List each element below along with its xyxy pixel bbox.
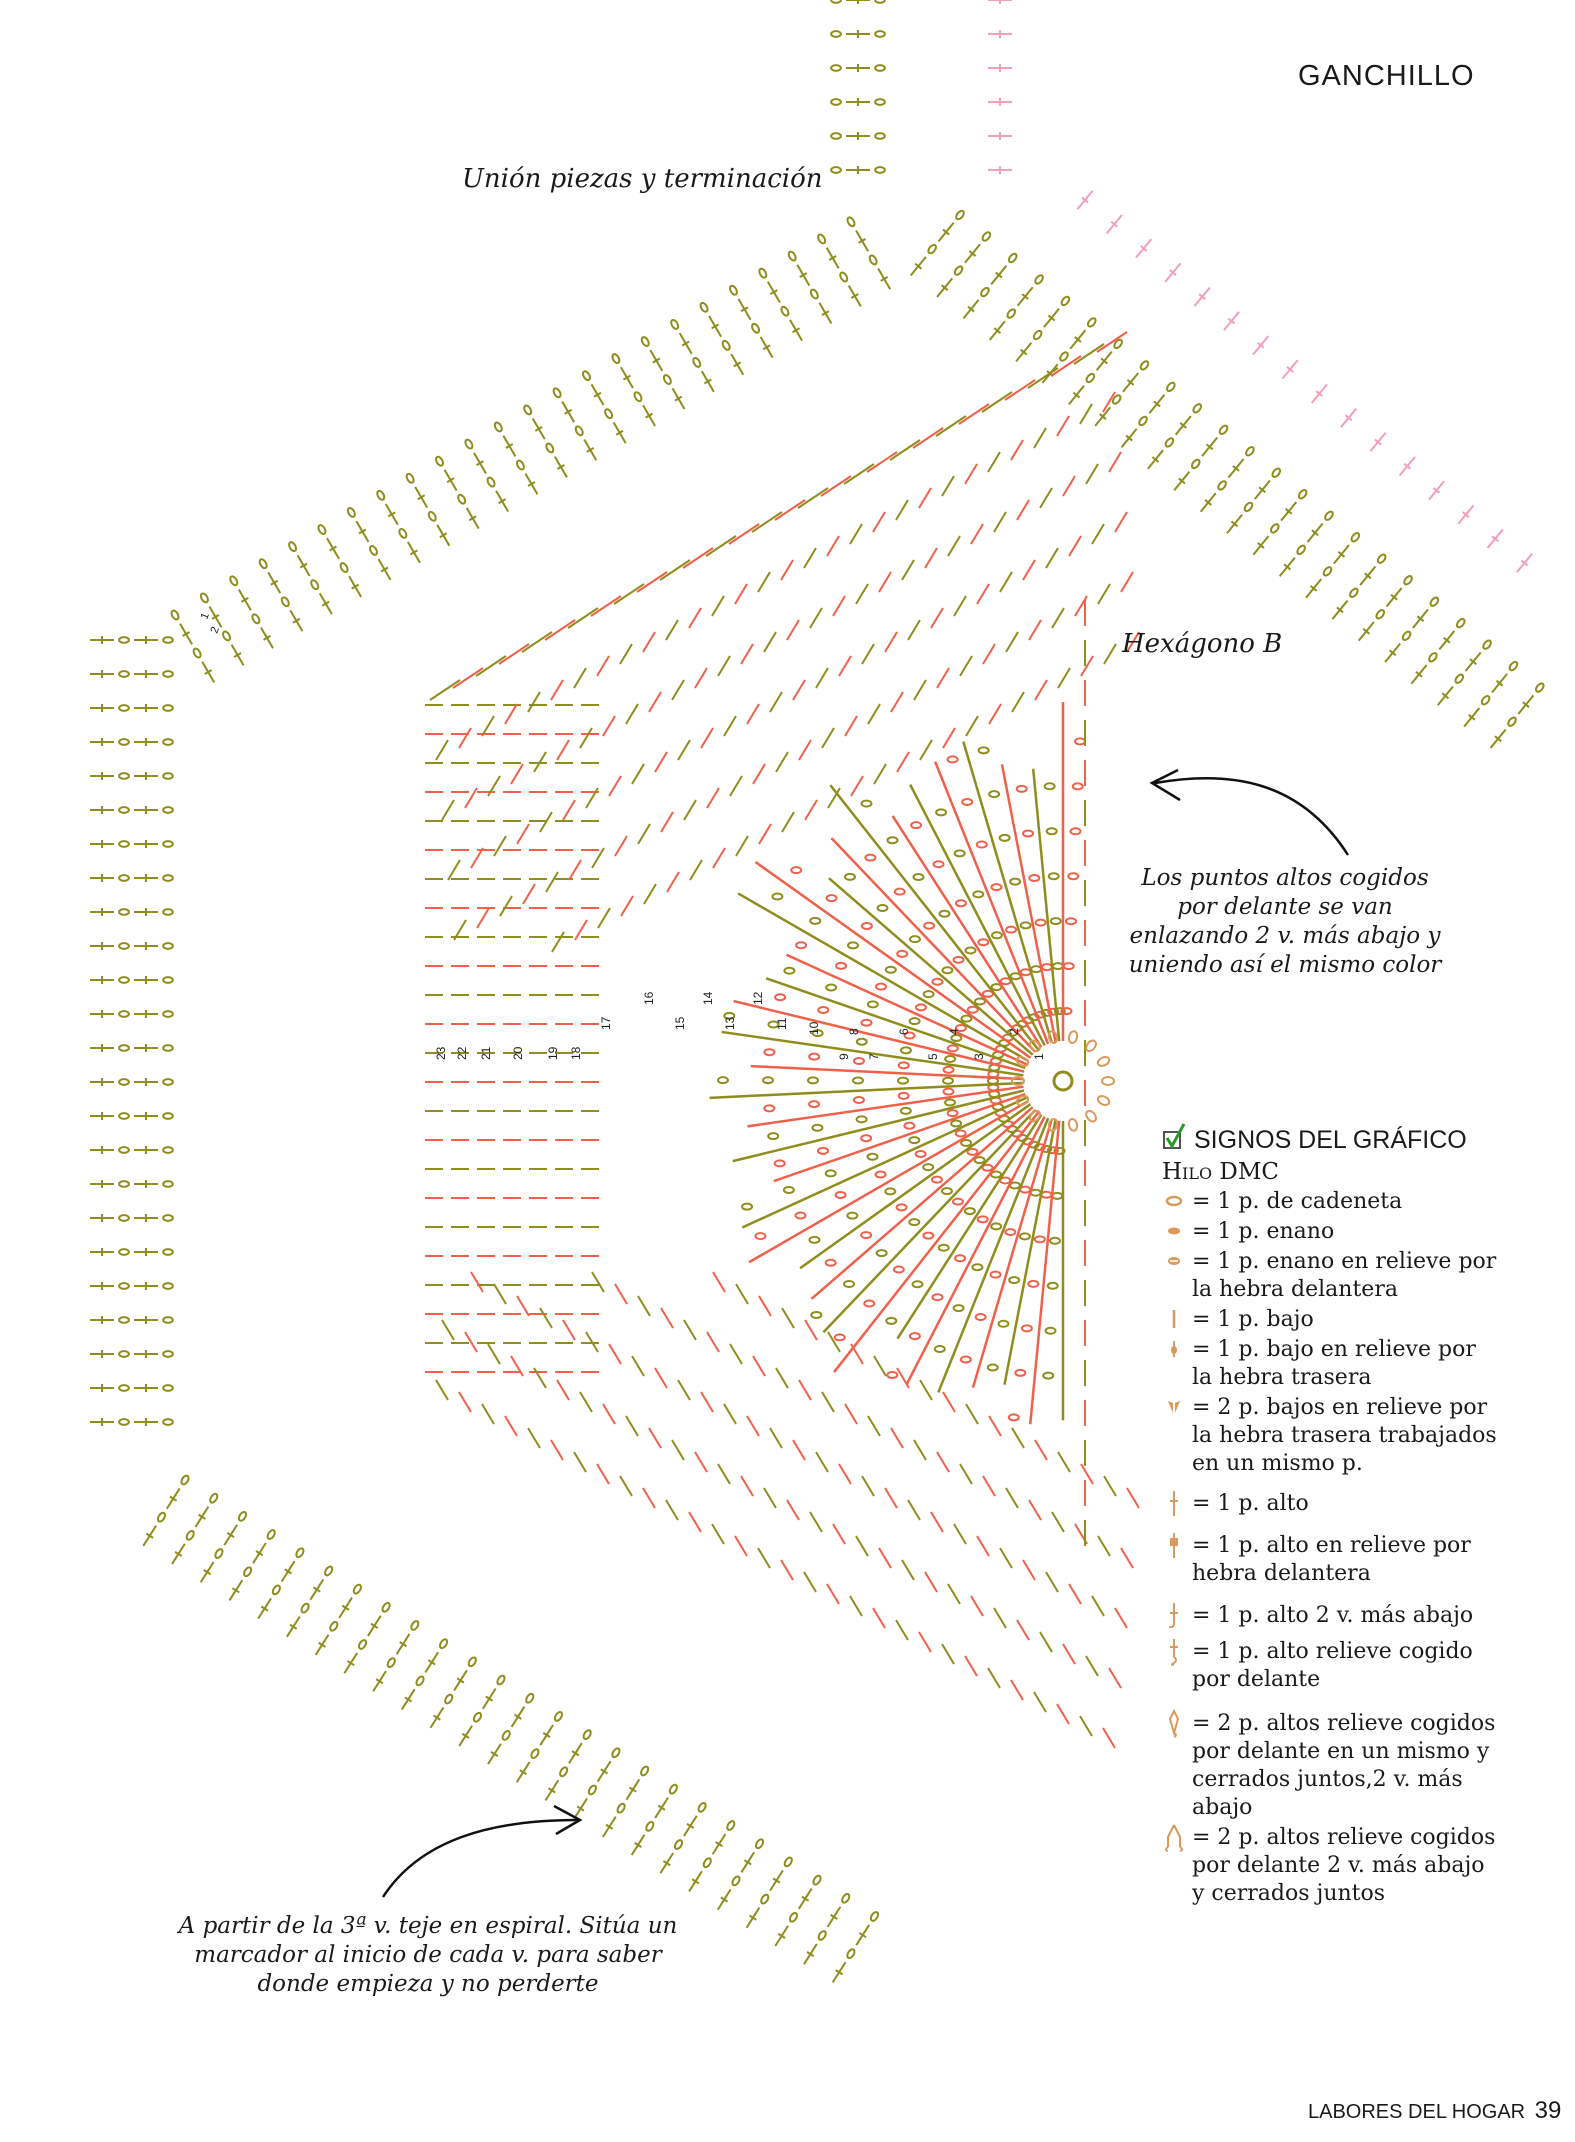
legend-item: = 2 p. bajos en relieve por la hebra tra… — [1162, 1394, 1502, 1478]
hexagon-rows — [425, 704, 599, 1373]
page-number: 39 — [1534, 2097, 1562, 2124]
front-loop-slip-stitch-icon — [1162, 1248, 1186, 1276]
legend-item: = 2 p. altos relieve cogidos por delante… — [1162, 1709, 1502, 1822]
round-number: 3 — [972, 1053, 986, 1060]
legend-item-text: = 2 p. bajos en relieve por la hebra tra… — [1192, 1395, 1497, 1476]
legend-item: = 1 p. alto — [1162, 1490, 1502, 1518]
two-front-post-dc-together-icon — [1162, 1709, 1186, 1738]
round-number: 2 — [1007, 1028, 1021, 1035]
legend-item: = 1 p. alto relieve cogido por delante — [1162, 1638, 1502, 1694]
legend-item: = 1 p. alto 2 v. más abajo — [1162, 1602, 1502, 1630]
round-number: 22 — [455, 1046, 469, 1060]
caption-front-posts: Los puntos altos cogidos por delante se … — [1128, 865, 1442, 978]
frame-left — [90, 636, 174, 1426]
legend-item-text: = 2 p. altos relieve cogidos por delante… — [1192, 1825, 1496, 1906]
legend-items: = 1 p. de cadeneta = 1 p. enano = 1 p. ena… — [1162, 1188, 1502, 1908]
legend: SIGNOS DEL GRÁFICO Hilo DMC = 1 p. de ca… — [1162, 1122, 1502, 1910]
frame-top-right — [909, 209, 1545, 749]
section-title: GANCHILLO — [1298, 60, 1475, 92]
round-number: 12 — [751, 991, 765, 1005]
legend-item-text: = 1 p. alto relieve cogido por delante — [1192, 1639, 1473, 1692]
legend-item-text: = 1 p. enano en relieve por la hebra del… — [1192, 1249, 1497, 1302]
back-loop-single-crochet-icon — [1162, 1336, 1186, 1364]
frame-right-pink — [1076, 190, 1533, 573]
round-number: 1 — [1032, 1053, 1046, 1060]
round-number: 9 — [837, 1053, 851, 1060]
two-front-post-dc-closed-icon — [1162, 1824, 1186, 1852]
round-number: 13 — [723, 1016, 737, 1030]
center-spokes — [709, 702, 1086, 1425]
round-number: 21 — [479, 1046, 493, 1060]
two-back-loop-single-crochet-icon — [1162, 1394, 1186, 1422]
front-loop-double-crochet-icon — [1162, 1532, 1186, 1560]
round-number: 16 — [642, 991, 656, 1005]
legend-item: = 1 p. enano en relieve por la hebra del… — [1162, 1248, 1502, 1304]
legend-item-text: = 2 p. altos relieve cogidos por delante… — [1192, 1711, 1496, 1820]
legend-item-text: = 1 p. alto en relieve por hebra delante… — [1192, 1533, 1471, 1586]
round-number: 5 — [926, 1053, 940, 1060]
double-crochet-icon — [1162, 1490, 1186, 1518]
hexagon-diagonals — [429, 331, 1140, 1749]
round-number: 11 — [775, 1017, 789, 1030]
legend-subtitle: Hilo DMC — [1162, 1159, 1280, 1185]
legend-item-text: = 1 p. de cadeneta — [1192, 1189, 1403, 1214]
legend-item: = 2 p. altos relieve cogidos por delante… — [1162, 1824, 1502, 1908]
footer: LABORES DEL HOGAR 39 — [1308, 2097, 1561, 2125]
chain-stitch-icon — [1162, 1188, 1186, 1216]
legend-title: SIGNOS DEL GRÁFICO — [1162, 1122, 1502, 1158]
frame-top — [830, 0, 886, 174]
frame-top-left — [170, 216, 892, 683]
front-post-double-crochet-icon — [1162, 1638, 1186, 1666]
round-number: 14 — [701, 991, 715, 1005]
arrows — [381, 768, 1350, 1898]
caption-spiral: A partir de la 3ª v. teje en espiral. Si… — [178, 1913, 678, 1997]
legend-item: = 1 p. enano — [1162, 1218, 1502, 1246]
round-number: 6 — [897, 1028, 911, 1035]
frame-top-pink — [988, 0, 1012, 174]
legend-item-text: = 1 p. alto — [1192, 1491, 1309, 1516]
caption-union-pieces: Unión piezas y terminación — [462, 164, 823, 194]
arrow-to-spiral — [381, 1818, 579, 1898]
round-number: 23 — [434, 1046, 448, 1060]
round-number: 18 — [569, 1046, 583, 1060]
double-crochet-two-rounds-below-icon — [1162, 1602, 1186, 1630]
legend-item: = 1 p. bajo en relieve por la hebra tras… — [1162, 1336, 1502, 1392]
legend-item-text: = 1 p. enano — [1192, 1219, 1335, 1244]
frame-number: 1 — [199, 611, 212, 621]
arrowhead — [1149, 768, 1181, 802]
round-number: 15 — [673, 1016, 687, 1030]
legend-item-text: = 1 p. bajo en relieve por la hebra tras… — [1192, 1337, 1476, 1390]
legend-title-text: SIGNOS DEL GRÁFICO — [1194, 1126, 1467, 1154]
checkbox-icon — [1162, 1122, 1188, 1158]
round-number: 10 — [807, 1021, 821, 1035]
round-number: 7 — [867, 1053, 881, 1060]
center-ring — [1011, 1030, 1115, 1132]
round-number: 20 — [511, 1046, 525, 1060]
single-crochet-icon — [1162, 1306, 1186, 1334]
caption-hexagon-b: Hexágono B — [1122, 629, 1283, 659]
legend-item-text: = 1 p. bajo — [1192, 1307, 1314, 1332]
round-number: 19 — [546, 1046, 560, 1060]
frame-number: 2 — [209, 625, 222, 635]
footer-magazine: LABORES DEL HOGAR — [1308, 2101, 1526, 2123]
legend-item: = 1 p. de cadeneta — [1162, 1188, 1502, 1216]
round-number: 17 — [599, 1016, 613, 1030]
round-number: 4 — [947, 1028, 961, 1035]
legend-item: = 1 p. bajo — [1162, 1306, 1502, 1334]
legend-item: = 1 p. alto en relieve por hebra delante… — [1162, 1532, 1502, 1588]
round-number: 8 — [847, 1028, 861, 1035]
slip-stitch-icon — [1162, 1218, 1186, 1246]
arrow-to-hexagon — [1154, 776, 1350, 856]
frame-bottom-left — [142, 1474, 879, 1983]
arrowhead — [553, 1804, 583, 1836]
legend-item-text: = 1 p. alto 2 v. más abajo — [1192, 1603, 1474, 1628]
